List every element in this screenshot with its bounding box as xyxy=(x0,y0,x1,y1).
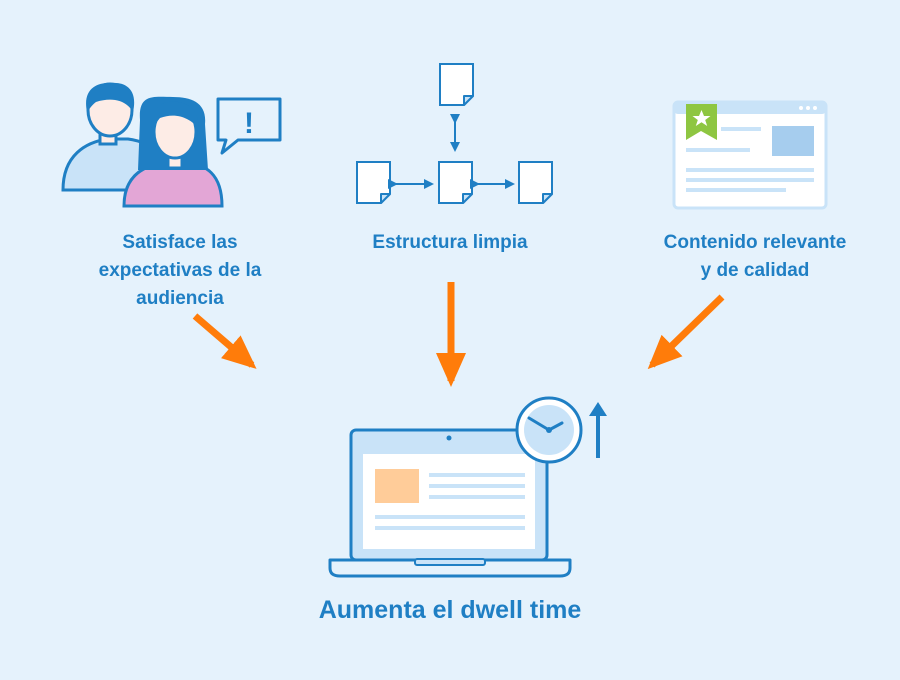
result-label: Aumenta el dwell time xyxy=(250,593,650,627)
content-label-line-1: Contenido relevante xyxy=(663,232,847,253)
structure-label: Estructura limpia xyxy=(320,229,580,257)
arrow-audience-to-result xyxy=(192,313,257,369)
page-icon-left xyxy=(356,161,391,204)
speech-bubble-alert-icon: ! xyxy=(216,97,282,155)
arrow-up-icon xyxy=(589,402,607,458)
site-structure-icon xyxy=(356,63,553,204)
users-icon xyxy=(61,82,224,208)
page-icon-center xyxy=(438,161,473,204)
result-label-line-1: Aumenta el dwell time xyxy=(318,596,582,624)
content-label-line-2: y de calidad xyxy=(700,260,810,281)
audience-label-line-3: audiencia xyxy=(136,288,224,309)
star-icon xyxy=(692,110,711,126)
content-label: Contenido relevante y de calidad xyxy=(610,229,900,285)
alert-glyph: ! xyxy=(244,107,254,140)
page-icon-top xyxy=(439,63,474,106)
laptop-icon xyxy=(328,428,572,578)
bookmarked-page-icon xyxy=(672,100,828,210)
clock-icon xyxy=(515,396,583,464)
page-icon-right xyxy=(518,161,553,204)
arrow-content-to-result xyxy=(647,294,725,370)
structure-label-line-1: Estructura limpia xyxy=(372,232,528,253)
audience-label: Satisface las expectativas de la audienc… xyxy=(40,229,320,313)
audience-label-line-1: Satisface las xyxy=(122,232,238,253)
audience-label-line-2: expectativas de la xyxy=(98,260,262,281)
